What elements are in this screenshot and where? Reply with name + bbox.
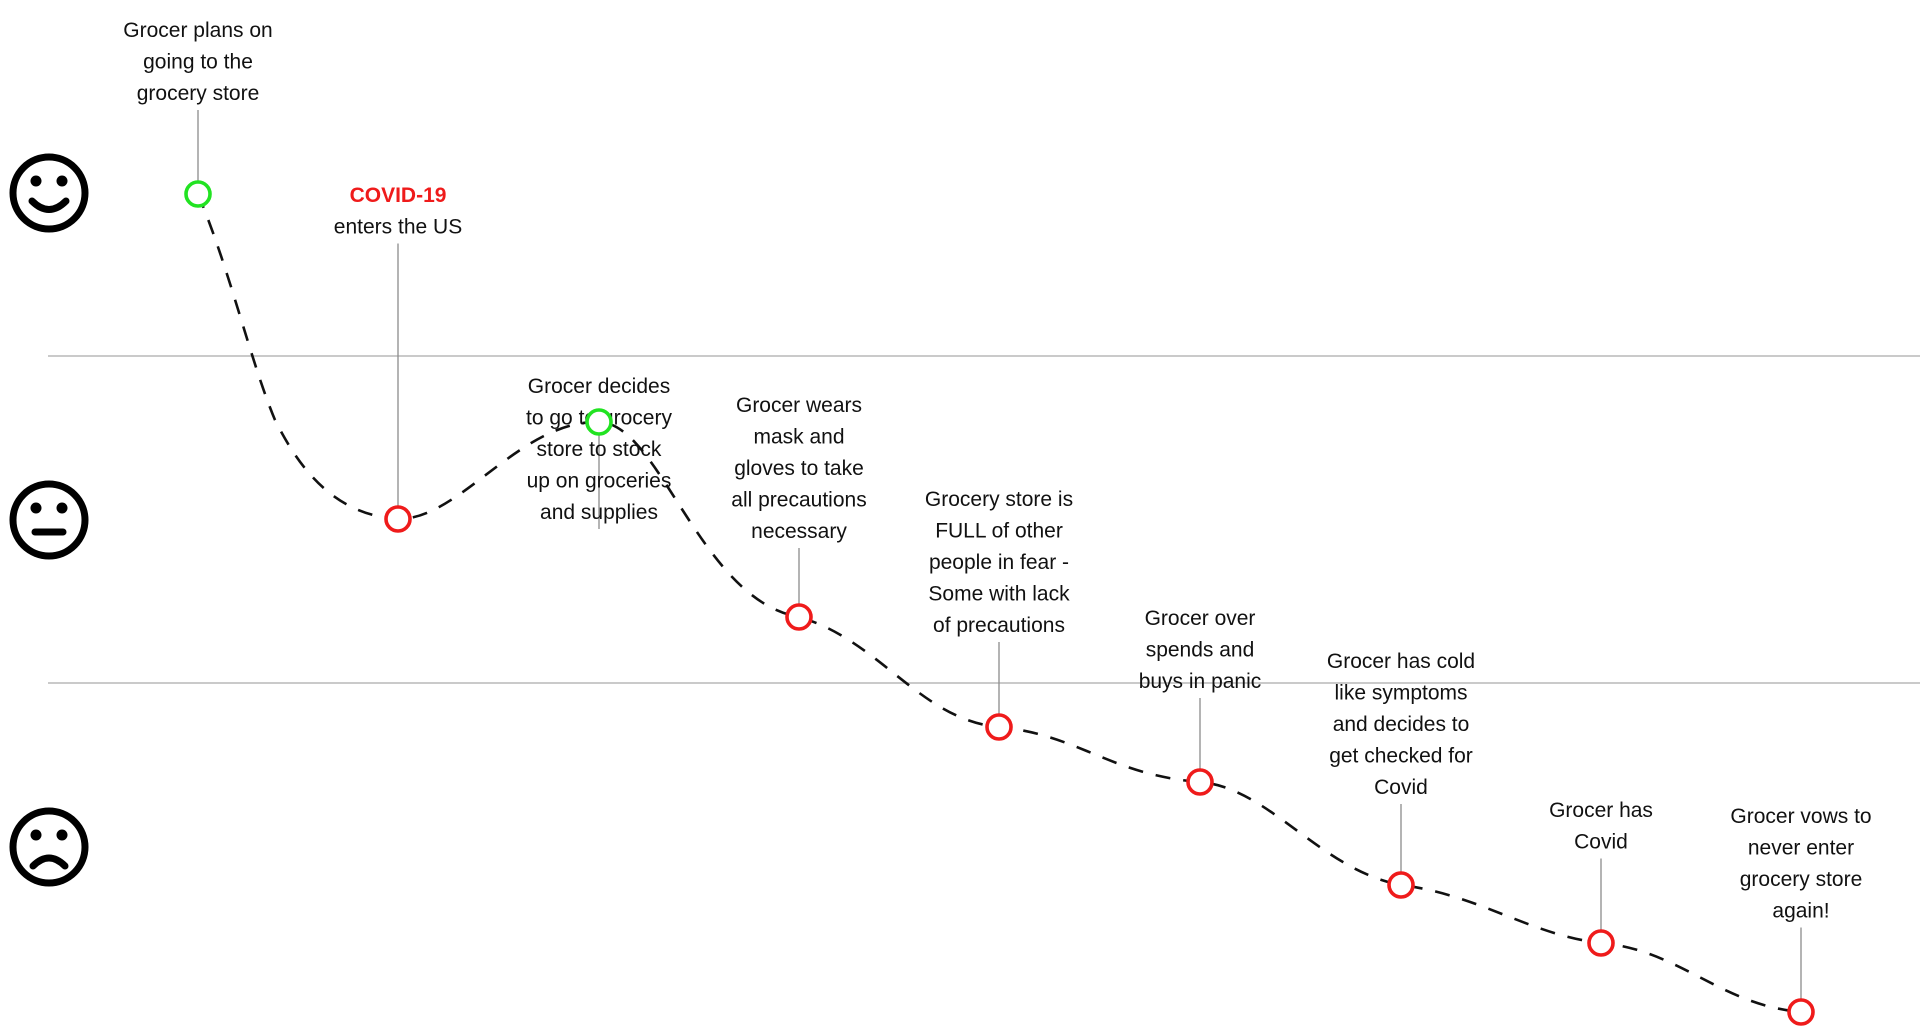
step-label-line: grocery store (137, 82, 260, 105)
step-label-line: spends and (1146, 639, 1255, 662)
step-label-line: get checked for (1329, 745, 1473, 768)
step-label-line: Grocer has (1549, 799, 1653, 822)
step-label-line: like symptoms (1334, 682, 1467, 705)
step-label-line: of precautions (933, 614, 1065, 637)
step-label-line: Grocer vows to (1730, 805, 1871, 828)
negative-step-marker (1587, 929, 1615, 957)
step-label-line: Some with lack (928, 583, 1070, 606)
step-label-line: and supplies (540, 501, 658, 524)
step-label-line: again! (1772, 900, 1829, 923)
step-label-line: gloves to take (734, 457, 864, 480)
positive-step-marker (184, 180, 212, 208)
negative-step-marker (384, 505, 412, 533)
step-label-line: Grocer has cold (1327, 650, 1475, 673)
step-label-line: and decides to (1333, 713, 1470, 736)
step-label-line: Covid (1574, 831, 1628, 854)
step-label-line: enters the US (334, 216, 462, 239)
step-label-line: up on groceries (527, 470, 672, 493)
journey-curve (196, 193, 1802, 1014)
step-label-line: all precautions (731, 489, 866, 512)
step-label-line: Grocery store is (925, 488, 1073, 511)
step-label: Grocer plans on going to the grocery store (123, 19, 272, 105)
step-label-line: Grocer plans on (123, 19, 272, 42)
step-label-line: buys in panic (1139, 670, 1262, 693)
smiley-neutral-icon (9, 480, 89, 560)
smiley-happy-icon (9, 153, 89, 233)
negative-step-marker (1787, 998, 1815, 1026)
step-label-line: Grocer wears (736, 394, 862, 417)
step-label-line: going to the (143, 51, 253, 74)
step-label: COVID-19 enters the US (334, 184, 462, 239)
negative-step-marker (785, 603, 813, 631)
negative-step-marker (1387, 871, 1415, 899)
step-label-line: Grocer over (1145, 607, 1256, 630)
step-labels: Grocer plans on going to the grocery store… (123, 19, 1871, 923)
step-label: Grocery store is FULL of other people in f… (925, 488, 1073, 637)
step-markers (184, 180, 1815, 1026)
step-label-line: mask and (753, 426, 844, 449)
negative-step-marker (985, 713, 1013, 741)
negative-step-marker (1186, 768, 1214, 796)
smiley-sad-icon (9, 807, 89, 887)
step-label-line: store to stock (537, 438, 662, 461)
step-label-line: never enter (1748, 837, 1854, 860)
step-label-line: Grocer decides (528, 375, 670, 398)
step-label: Grocer wears mask and gloves to take all pr… (731, 394, 866, 543)
positive-step-marker (585, 408, 613, 436)
step-label-highlight: COVID-19 (350, 184, 447, 207)
step-label-line: FULL of other (935, 520, 1063, 543)
step-label: Grocer has cold like symptoms and decides … (1327, 650, 1475, 799)
step-label-line: grocery store (1740, 868, 1863, 891)
step-label: Grocer over spends and buys in panic (1139, 607, 1262, 693)
step-label-line: Covid (1374, 776, 1428, 799)
step-label-line: necessary (751, 520, 847, 543)
step-label-line: people in fear - (929, 551, 1069, 574)
step-label: Grocer vows to never enter grocery store ag… (1730, 805, 1871, 923)
